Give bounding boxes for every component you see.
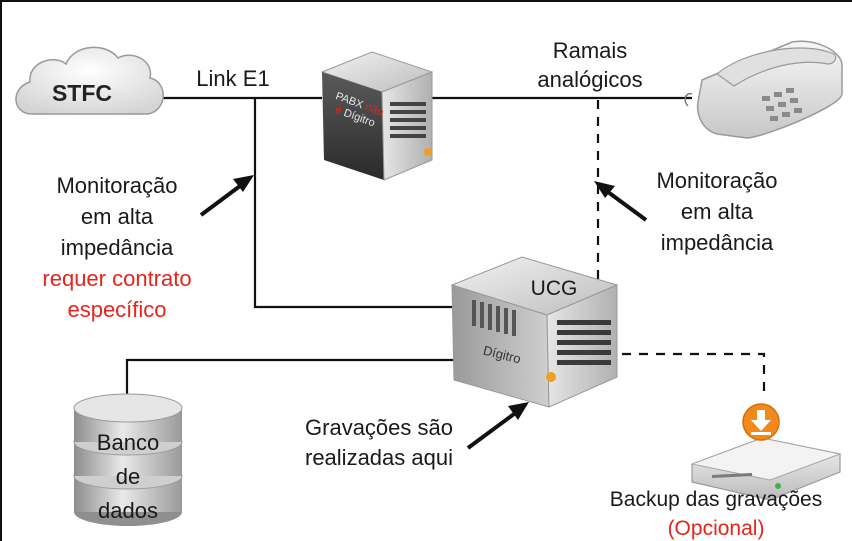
database-label: Banco de dados <box>74 426 182 528</box>
link-e1-label: Link E1 <box>196 66 270 91</box>
hard-drive-download-icon <box>690 403 842 501</box>
cloud-icon <box>15 46 164 115</box>
recordings-label: Gravações são realizadas aqui <box>284 413 474 473</box>
database-icon <box>73 393 183 526</box>
arrow-monitor-right <box>594 181 648 222</box>
monitor-left-line-3: impedância <box>60 235 174 260</box>
monitor-right-line-2: em alta <box>680 199 754 224</box>
dashed-connections <box>596 100 766 397</box>
ramais-line-2: analógicos <box>537 67 643 92</box>
server-box-icon <box>320 51 434 181</box>
stfc-label: STFC <box>51 80 113 106</box>
ramais-line-1: Ramais <box>552 38 628 63</box>
arrow-monitor-left <box>199 175 254 217</box>
telephone-icon <box>684 40 843 139</box>
monitor-left-line-5: específico <box>67 297 167 322</box>
backup-label: Backup das gravações (Opcional) <box>580 485 852 541</box>
monitor-left-line-4: requer contrato <box>42 266 192 291</box>
recordings-line-2: realizadas aqui <box>305 445 453 470</box>
recordings-line-1: Gravações são <box>305 415 453 440</box>
database-line-2: de <box>115 464 141 489</box>
ramais-label: Ramais analógicos <box>520 36 660 94</box>
arrow-recordings <box>466 402 529 450</box>
solid-connections <box>125 96 692 402</box>
monitor-right-line-3: impedância <box>660 230 774 255</box>
link-ucg-backup <box>622 352 766 397</box>
database-line-3: dados <box>98 498 158 523</box>
server-box-icon <box>450 256 619 408</box>
backup-line-1: Backup das gravações <box>609 488 823 511</box>
ucg-title: UCG <box>530 277 578 300</box>
monitor-right-label: Monitoração em alta impedância <box>632 165 802 258</box>
monitor-left-line-1: Monitoração <box>56 173 178 198</box>
database-line-1: Banco <box>96 430 160 455</box>
monitor-left-label: Monitoração em alta impedância requer co… <box>12 170 222 325</box>
link-e1-to-ucg <box>253 98 457 309</box>
backup-line-2: (Opcional) <box>667 517 765 540</box>
link-ucg-database <box>125 358 462 402</box>
monitor-right-line-1: Monitoração <box>656 168 778 193</box>
monitor-left-line-2: em alta <box>80 204 154 229</box>
